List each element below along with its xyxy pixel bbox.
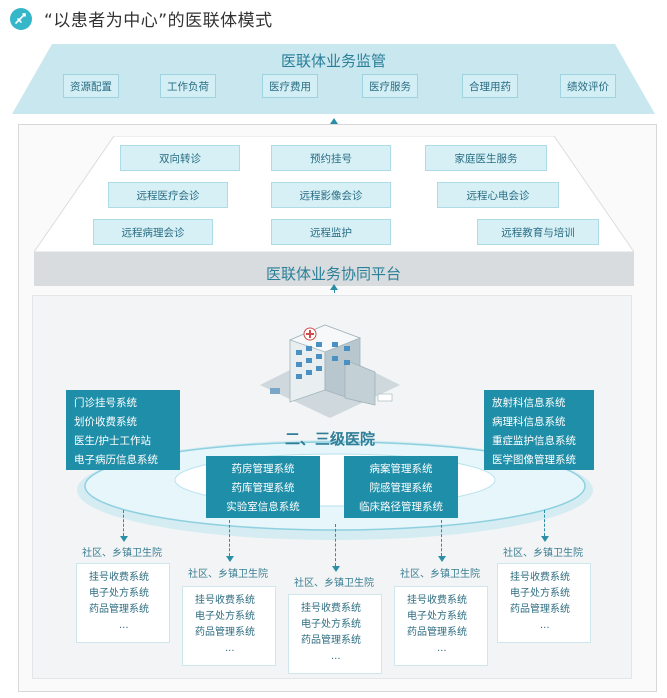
system-item: 放射科信息系统: [492, 397, 566, 409]
clinic-system-item: ...: [540, 620, 550, 631]
supervision-title: 医联体业务监管: [280, 52, 386, 70]
system-item: 实验室信息系统: [226, 501, 300, 513]
clinic-label: 社区、乡镇卫生院: [82, 548, 162, 559]
hospital-name: 二、三级医院: [284, 430, 375, 448]
connector: [441, 520, 442, 556]
arrow-down-icon: [541, 536, 549, 542]
system-item: 医学图像管理系统: [492, 454, 576, 466]
clinic-system-item: 药品管理系统: [301, 635, 361, 646]
connector: [123, 510, 124, 536]
system-item: 临床路径管理系统: [359, 501, 443, 513]
arrow-up-icon: [330, 118, 338, 124]
clinic-system-item: ...: [119, 620, 129, 631]
system-item: 医生/护士工作站: [74, 435, 152, 447]
hospital-building-icon: [260, 324, 400, 418]
clinic-systems-box: 挂号收费系统电子处方系统药品管理系统...: [182, 586, 276, 666]
clinic-system-item: 挂号收费系统: [195, 595, 255, 606]
title-icon: [10, 8, 32, 30]
arrow-down-icon: [438, 556, 446, 562]
clinic-system-item: 药品管理系统: [510, 604, 570, 615]
clinic-system-item: 挂号收费系统: [301, 603, 361, 614]
clinic-system-item: ...: [331, 651, 341, 662]
system-item: 院感管理系统: [369, 482, 433, 494]
system-item: 病案管理系统: [369, 463, 433, 475]
clinic-systems-box: 挂号收费系统电子处方系统药品管理系统...: [288, 594, 382, 674]
clinic-system-item: 电子处方系统: [301, 619, 361, 630]
system-item: 划价收费系统: [74, 416, 137, 428]
supervision-item: 资源配置: [63, 74, 119, 98]
system-item: 药库管理系统: [231, 482, 295, 494]
clinic-label: 社区、乡镇卫生院: [294, 578, 374, 589]
platform-service: 家庭医生服务: [425, 145, 547, 171]
clinic-system-item: 药品管理系统: [89, 604, 149, 615]
platform-service: 远程心电会诊: [437, 182, 559, 208]
clinic-label: 社区、乡镇卫生院: [188, 569, 268, 580]
clinic-systems-box: 挂号收费系统电子处方系统药品管理系统...: [497, 563, 591, 643]
platform-service: 远程医疗会诊: [108, 182, 228, 208]
platform-title: 医联体业务协同平台: [265, 265, 401, 283]
supervision-item: 医疗服务: [362, 74, 418, 98]
clinic-system-item: 挂号收费系统: [89, 572, 149, 583]
clinic-systems-box: 挂号收费系统电子处方系统药品管理系统...: [76, 563, 170, 643]
clinic-system-item: 药品管理系统: [195, 627, 255, 638]
center-left-systems-box: 药房管理系统 药库管理系统 实验室信息系统: [206, 456, 320, 518]
platform-service: 远程监护: [271, 219, 391, 245]
platform-service: 双向转诊: [120, 145, 240, 171]
clinic-system-item: 电子处方系统: [407, 611, 467, 622]
page-title: “以患者为中心”的医联体模式: [44, 11, 273, 31]
clinic-system-item: 药品管理系统: [407, 627, 467, 638]
arrow-up-icon: [330, 284, 338, 290]
supervision-item: 医疗费用: [262, 74, 318, 98]
right-systems-box: 放射科信息系统 病理科信息系统 重症监护信息系统 医学图像管理系统: [484, 390, 594, 470]
connector: [229, 520, 230, 556]
arrow-down-icon: [332, 566, 340, 572]
clinic-system-item: 挂号收费系统: [510, 572, 570, 583]
platform-service: 远程病理会诊: [93, 219, 213, 245]
left-systems-box: 门诊挂号系统 划价收费系统 医生/护士工作站 电子病历信息系统: [66, 390, 180, 470]
supervision-item: 绩效评价: [560, 74, 616, 98]
clinic-system-item: ...: [437, 643, 447, 654]
system-item: 病理科信息系统: [492, 416, 566, 428]
system-item: 重症监护信息系统: [492, 435, 576, 447]
platform-service: 预约挂号: [271, 145, 391, 171]
system-item: 电子病历信息系统: [74, 454, 158, 466]
clinic-label: 社区、乡镇卫生院: [503, 548, 583, 559]
connector: [334, 290, 335, 298]
clinic-label: 社区、乡镇卫生院: [400, 569, 480, 580]
clinic-systems-box: 挂号收费系统电子处方系统药品管理系统...: [394, 586, 488, 666]
connector: [335, 524, 336, 566]
clinic-system-item: ...: [225, 643, 235, 654]
clinic-system-item: 电子处方系统: [510, 588, 570, 599]
clinic-system-item: 挂号收费系统: [407, 595, 467, 606]
system-item: 门诊挂号系统: [74, 397, 137, 409]
clinic-system-item: 电子处方系统: [195, 611, 255, 622]
supervision-item: 合理用药: [462, 74, 518, 98]
platform-service: 远程教育与培训: [477, 219, 599, 245]
supervision-item: 工作负荷: [160, 74, 216, 98]
system-item: 药房管理系统: [231, 463, 295, 475]
platform-service: 远程影像会诊: [271, 182, 391, 208]
arrow-down-icon: [120, 536, 128, 542]
clinic-system-item: 电子处方系统: [89, 588, 149, 599]
connector: [544, 510, 545, 536]
center-right-systems-box: 病案管理系统 院感管理系统 临床路径管理系统: [344, 456, 458, 518]
arrow-down-icon: [226, 556, 234, 562]
